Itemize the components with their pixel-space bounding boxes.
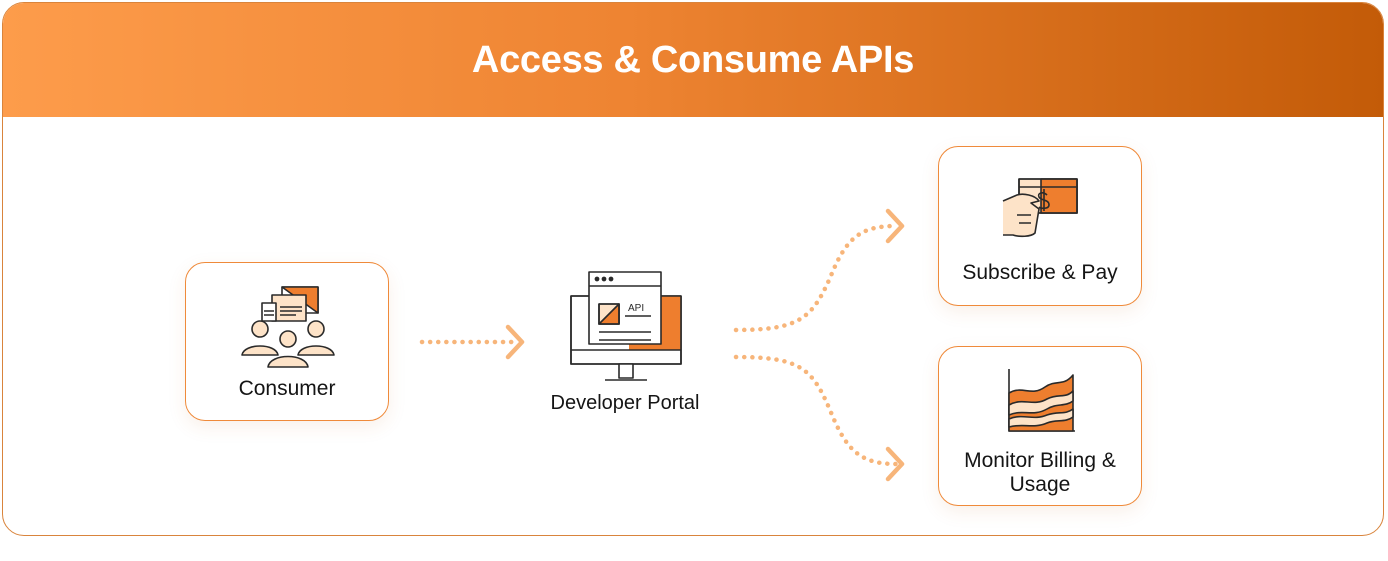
hand-holding-card-icon [1002, 178, 1078, 238]
diagram-title: Access & Consume APIs [471, 38, 915, 81]
api-icon-text: API [628, 303, 644, 314]
consumer-card[interactable]: Consumer [185, 262, 389, 421]
monitor-billing-label-line2: Usage [1009, 473, 1071, 496]
connector-portal-to-subscribe [733, 223, 899, 333]
arrowhead-portal [505, 324, 525, 360]
area-chart-icon [1008, 369, 1075, 432]
monitor-billing-card[interactable]: Monitor Billing & Usage [938, 346, 1142, 506]
developer-portal-label[interactable]: Developer Portal [550, 392, 700, 414]
monitor-api-icon: API [570, 271, 682, 381]
connector-portal-to-monitor [733, 354, 899, 467]
arrowhead-subscribe [885, 208, 905, 244]
monitor-billing-label-line1: Monitor Billing & [964, 449, 1116, 472]
consumer-label: Consumer [238, 377, 336, 400]
users-with-devices-icon [241, 286, 335, 368]
arrowhead-monitor [885, 446, 905, 482]
subscribe-pay-card[interactable]: Subscribe & Pay [938, 146, 1142, 306]
subscribe-pay-label: Subscribe & Pay [962, 261, 1118, 284]
header-banner: Access & Consume APIs [3, 3, 1383, 117]
